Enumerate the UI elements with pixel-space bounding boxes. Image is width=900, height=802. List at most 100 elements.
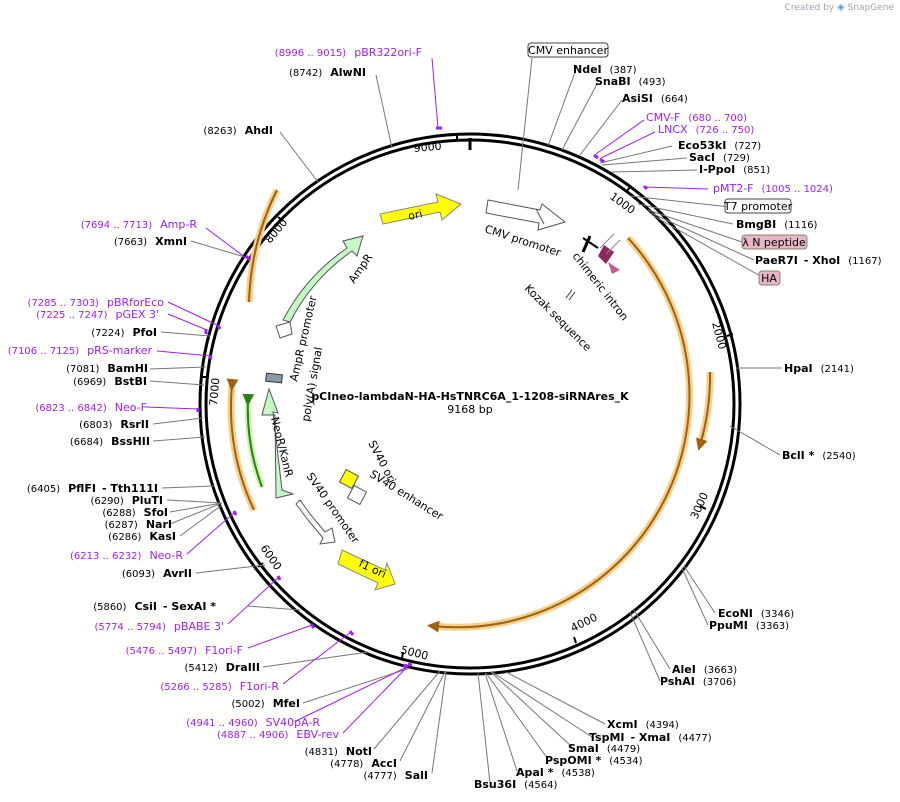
site-alwni: AlwNI [330,66,366,79]
svg-text:HpaI(2141): HpaI(2141) [784,362,854,375]
site-i-ppoi: I-PpoI [699,163,735,176]
credit-text: Created by [784,3,835,13]
site-pflfi: PflFI [68,482,96,495]
site-sfoi: SfoI [144,506,168,519]
svg-text:I-PpoI(851): I-PpoI(851) [699,163,770,176]
svg-text:(7106 .. 7125)pRS-marker: (7106 .. 7125)pRS-marker [8,344,153,357]
site-nari: NarI [146,518,172,531]
tick-label-2000: 2000 [709,320,729,350]
primer-pgex-3: pGEX 3' [115,308,159,321]
svg-text:AsiSI(664): AsiSI(664) [622,92,688,105]
site-eco53ki: Eco53kI [678,139,726,152]
site-econi: EcoNI [718,607,753,620]
svg-text:NdeI(387): NdeI(387) [573,63,637,76]
boxed-cmv-enhancer-label: CMV enhancer [528,44,608,57]
svg-text:(6286)KasI: (6286)KasI [108,530,176,543]
site-bsu36i: Bsu36I [474,778,516,791]
svg-text:XcmI(4394): XcmI(4394) [607,718,679,731]
svg-text:(5774 .. 5794)pBABE 3': (5774 .. 5794)pBABE 3' [95,620,225,633]
site-ppumi: PpuMI [709,619,748,632]
svg-text:(6288)SfoI: (6288)SfoI [102,506,168,519]
svg-text:(8996 .. 9015)pBR322ori-F: (8996 .. 9015)pBR322ori-F [275,46,422,59]
feature-cmv-promoter: CMV promoter [483,199,567,259]
backbone-outer [198,132,742,676]
primer-lncx: LNCX [658,123,688,136]
site-rsrii: RsrII [120,418,149,431]
boxed-lambda-n: λ N peptide [741,234,808,250]
svg-text:(7224)PfoI: (7224)PfoI [91,326,157,339]
boxed-lambda-n-label: λ N peptide [742,236,806,249]
primer-labels: (8996 .. 9015)pBR322ori-F CMV-F(680 .. 7… [8,46,833,741]
site-hpai: HpaI [784,362,813,375]
site-sali: SalI [405,769,428,782]
feature-chimeric-intron: chimeric intron [570,235,631,323]
site-bcli: BclI * [782,449,815,462]
feature-ori-label: ori [407,207,424,223]
svg-text:(7694 .. 7713)Amp-R: (7694 .. 7713)Amp-R [81,218,198,231]
svg-text:AleI(3663): AleI(3663) [672,663,737,676]
svg-text:(6803)RsrII: (6803)RsrII [79,418,149,431]
svg-text:(7663)XmnI: (7663)XmnI [114,235,187,248]
feature-ampr-label: AmpR [346,251,376,286]
svg-text:(5412)DraIII: (5412)DraIII [184,661,260,674]
site-labels: NdeI(387) SnaBI(493) AsiSI(664) Eco53kI(… [27,63,882,791]
svg-text:(4941 .. 4960)SV40pA-R: (4941 .. 4960)SV40pA-R [186,716,320,729]
primer-ebv-rev: EBV-rev [296,728,339,741]
orf-arcs [226,188,714,633]
site-mfei: MfeI [273,697,300,710]
site-pspomi: PspOMI * [545,754,602,767]
tick-label-4000: 4000 [569,611,600,635]
svg-text:(7285 .. 7303)pBRforEco: (7285 .. 7303)pBRforEco [28,296,165,309]
svg-text:(8263)AhdI: (8263)AhdI [203,124,273,137]
site-kasi: KasI [149,530,176,543]
site-paer7i: PaeR7I [755,254,798,267]
primer-f1ori-f: F1ori-F [205,644,243,657]
site-pluti: PluTI [132,494,163,507]
site-ahdi: AhdI [245,124,273,137]
tick-label-1000: 1000 [607,190,637,217]
svg-text:CMV-F(680 .. 700): CMV-F(680 .. 700) [646,111,747,124]
svg-text:(6405)PflFI- Tth111I: (6405)PflFI- Tth111I [27,482,158,495]
svg-text:(5860)CsiI- SexAI *: (5860)CsiI- SexAI * [93,600,216,613]
feature-ori: ori [379,193,462,225]
svg-text:EcoNI(3346): EcoNI(3346) [718,607,794,620]
boxed-t7-promoter-label: T7 promoter [723,200,793,213]
svg-text:SacI(729): SacI(729) [689,151,750,164]
primer-pbabe-3: pBABE 3' [174,620,224,633]
tick-1000: 1000 [607,185,638,217]
svg-text:pMT2-F(1005 .. 1024): pMT2-F(1005 .. 1024) [713,182,833,195]
site-bsshii: BssHII [111,435,150,448]
site-apai: ApaI * [516,766,554,779]
tick-9000: 9000 [413,135,458,155]
site-acci: AccI [371,757,397,770]
svg-text:LNCX(726 .. 750): LNCX(726 .. 750) [658,123,754,136]
svg-text:(6684)BssHII: (6684)BssHII [70,435,150,448]
site-draiii: DraIII [226,661,260,674]
feature-sv40-enhancer-label: SV40 enhancer [367,468,445,524]
tick-7000: 7000 [202,376,222,406]
snapgene-credit: Created by ◈ SnapGene [785,2,894,13]
svg-text:(5476 .. 5497)F1ori-F: (5476 .. 5497)F1ori-F [126,644,243,657]
svg-text:Eco53kI(727): Eco53kI(727) [678,139,761,152]
boxed-t7-promoter: T7 promoter [723,198,793,214]
primer-sv40pa-r: SV40pA-R [266,716,321,729]
svg-text:(6213 .. 6232)Neo-R: (6213 .. 6232)Neo-R [70,549,183,562]
svg-text:SmaI(4479): SmaI(4479) [568,742,640,755]
site-xmni: XmnI [155,235,187,248]
primer-neo-r: Neo-R [149,549,183,562]
svg-text:(6287)NarI: (6287)NarI [105,518,172,531]
snapgene-logo-icon: ◈ [837,2,845,13]
primer-cmv-f: CMV-F [646,111,680,124]
primer-prs-marker: pRS-marker [87,344,152,357]
primer-pbrforeco: pBRforEco [107,296,164,309]
feature-neor: NeoR/KanR [261,387,296,499]
svg-text:ApaI *(4538): ApaI *(4538) [516,766,595,779]
svg-text:PspOMI *(4534): PspOMI *(4534) [545,754,643,767]
svg-text:(7225 .. 7247)pGEX 3': (7225 .. 7247)pGEX 3' [36,308,159,321]
feature-neor-label: NeoR/KanR [268,416,296,479]
svg-text:BmgBI(1116): BmgBI(1116) [736,218,818,231]
feature-f1-ori: f1 ori [337,549,396,591]
plasmid-length: 9168 bp [447,403,492,416]
svg-text:PaeR7I- XhoI(1167): PaeR7I- XhoI(1167) [755,254,882,267]
